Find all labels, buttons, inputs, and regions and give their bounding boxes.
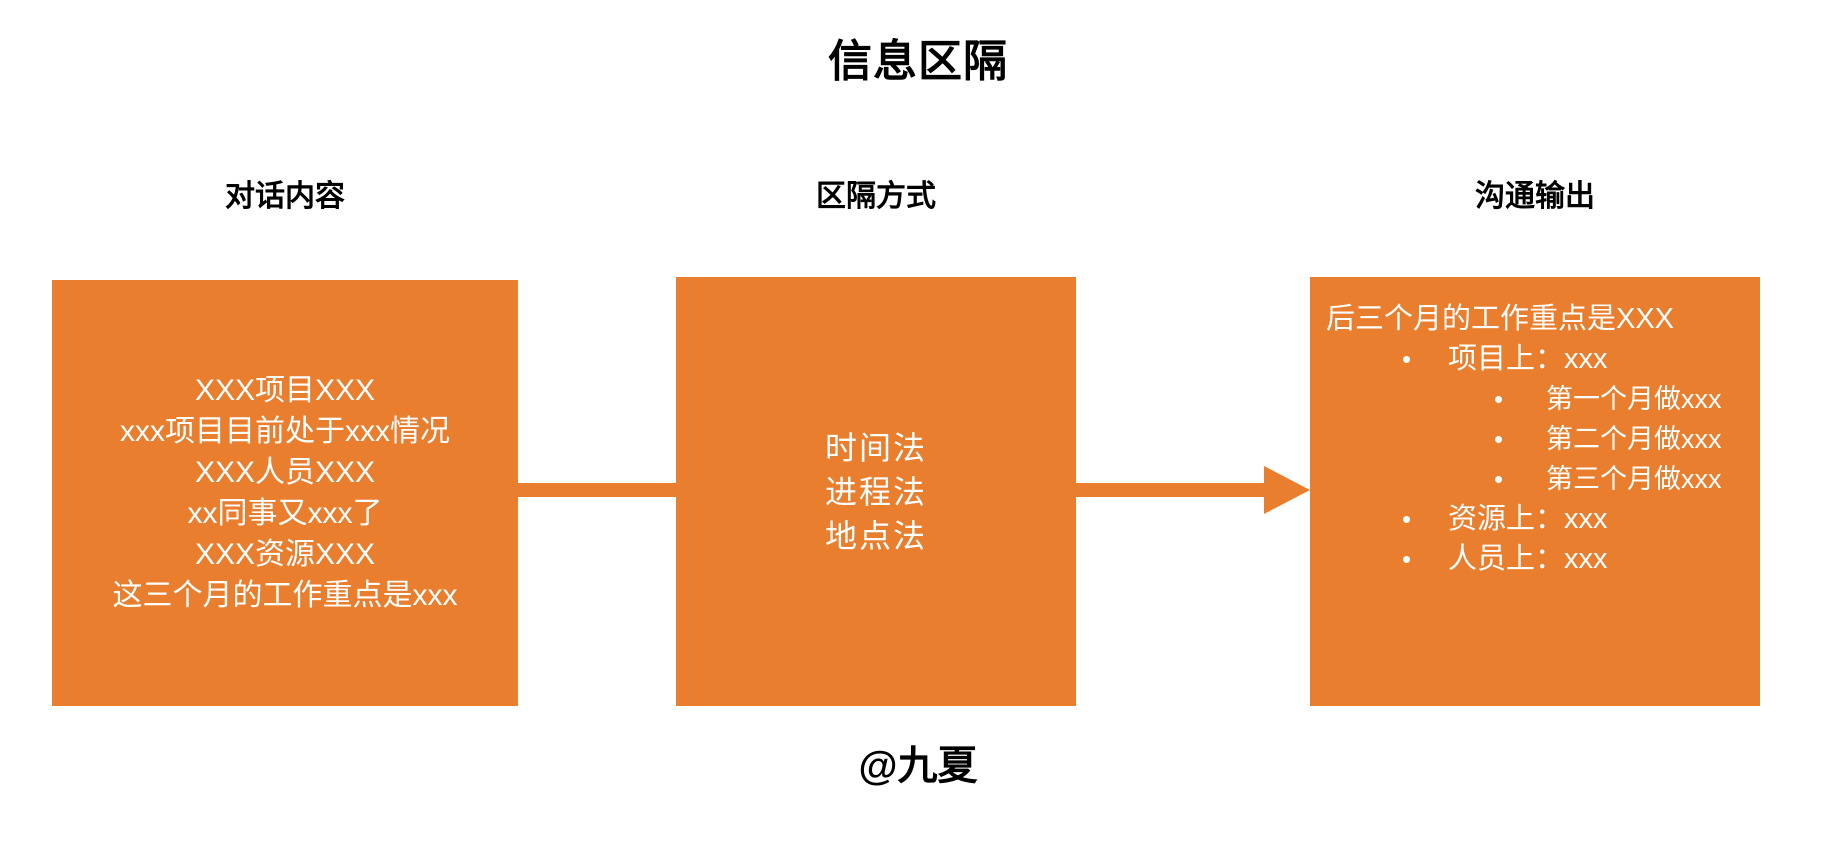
bullet-icon: •	[1402, 544, 1412, 574]
output-list-item-label: 项目上：xxx	[1448, 343, 1608, 375]
output-list-item-label: 资源上：xxx	[1448, 503, 1608, 535]
bullet-icon: •	[1402, 504, 1412, 534]
method-line: 进程法	[824, 473, 927, 510]
dialogue-line: xx同事又xxx了	[187, 497, 383, 530]
output-list-item-label: 第一个月做xxx	[1546, 384, 1722, 414]
output-list-item: • 第一个月做xxx	[1324, 379, 1750, 419]
bullet-icon: •	[1494, 424, 1504, 454]
output-heading: 后三个月的工作重点是XXX	[1326, 303, 1675, 335]
box-segmentation-method: 时间法 进程法 地点法	[676, 277, 1076, 706]
bullet-icon: •	[1494, 464, 1504, 494]
output-list-item: • 第三个月做xxx	[1324, 459, 1750, 499]
box-communication-output: 后三个月的工作重点是XXX • 项目上：xxx • 第一个月做xxx • 第二个…	[1310, 277, 1760, 706]
column-header-output: 沟通输出	[1475, 180, 1595, 213]
box-dialogue-content-text: XXX项目XXX xxx项目目前处于xxx情况 XXX人员XXX xx同事又xx…	[52, 280, 518, 706]
dialogue-line: XXX项目XXX	[194, 374, 376, 407]
output-list-item: • 人员上：xxx	[1324, 539, 1750, 579]
dialogue-line: xxx项目目前处于xxx情况	[120, 415, 450, 448]
output-list-item-label: 第三个月做xxx	[1546, 464, 1722, 494]
method-line: 地点法	[824, 517, 927, 554]
dialogue-line: XXX人员XXX	[194, 456, 376, 489]
column-header-method: 区隔方式	[816, 180, 936, 213]
page-title: 信息区隔	[828, 37, 1008, 86]
bullet-icon: •	[1402, 344, 1412, 374]
column-header-input: 对话内容	[225, 180, 345, 213]
output-list-item-label: 人员上：xxx	[1448, 543, 1608, 575]
box-communication-output-text: 后三个月的工作重点是XXX • 项目上：xxx • 第一个月做xxx • 第二个…	[1310, 299, 1760, 579]
connector-arrow-method-to-output	[1076, 483, 1272, 497]
connector-line-input-to-method	[518, 483, 676, 497]
output-list-item: • 项目上：xxx	[1324, 339, 1750, 379]
output-list-item: • 第二个月做xxx	[1324, 419, 1750, 459]
method-line: 时间法	[824, 429, 927, 466]
arrow-head-icon	[1264, 466, 1310, 514]
dialogue-line: 这三个月的工作重点是xxx	[112, 579, 458, 612]
box-segmentation-method-text: 时间法 进程法 地点法	[676, 277, 1076, 706]
bullet-icon: •	[1494, 384, 1504, 414]
box-dialogue-content: XXX项目XXX xxx项目目前处于xxx情况 XXX人员XXX xx同事又xx…	[52, 280, 518, 706]
output-list-item: • 资源上：xxx	[1324, 499, 1750, 539]
author-signature: @九夏	[858, 744, 978, 788]
output-list-item-label: 第二个月做xxx	[1546, 424, 1722, 454]
dialogue-line: XXX资源XXX	[194, 538, 376, 571]
